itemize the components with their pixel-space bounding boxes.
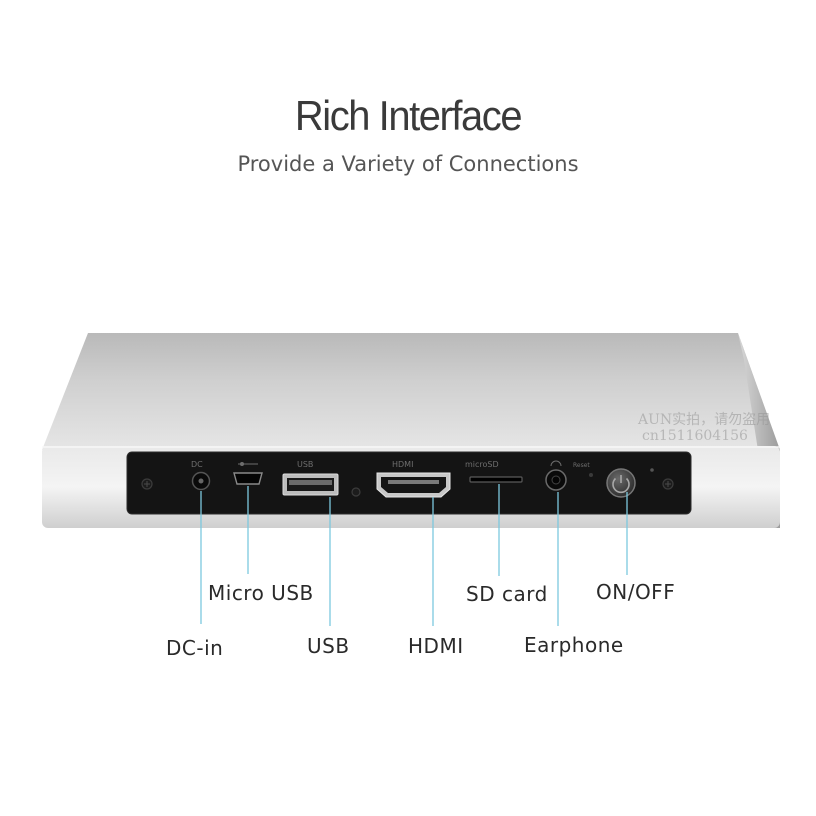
device-top-surface	[42, 333, 780, 450]
dc-in-port	[191, 471, 211, 491]
panel-screw-left	[141, 478, 153, 490]
label-sd-card: SD card	[466, 582, 548, 606]
panel-screw-middle	[351, 487, 361, 497]
watermark-line-2: cn1511604156	[642, 428, 748, 444]
label-earphone: Earphone	[524, 633, 624, 657]
hdmi-port	[376, 472, 451, 498]
label-hdmi: HDMI	[408, 634, 464, 658]
label-on-off: ON/OFF	[596, 580, 676, 604]
panel-screw-right	[662, 478, 674, 490]
panel-marking-hdmi: HDMI	[392, 460, 413, 469]
microsd-slot	[469, 476, 523, 483]
panel-marking-usb: USB	[297, 460, 313, 469]
micro-usb-symbol-icon	[238, 462, 258, 466]
page-subtitle: Provide a Variety of Connections	[237, 152, 579, 176]
page-title: Rich Interface	[294, 92, 523, 139]
watermark-line-1: AUN实拍，请勿盗用	[638, 412, 771, 428]
reset-pinhole	[589, 473, 593, 477]
panel-marking-dc: DC	[191, 460, 203, 469]
led-indicator	[650, 468, 654, 472]
micro-usb-port	[233, 472, 263, 485]
headphone-symbol-icon	[550, 460, 562, 467]
usb-port	[282, 473, 339, 496]
panel-marking-reset: Reset	[573, 462, 590, 469]
panel-marking-microsd: microSD	[465, 460, 499, 469]
label-usb: USB	[307, 634, 350, 658]
power-button	[606, 468, 636, 498]
earphone-port	[545, 469, 567, 491]
label-micro-usb: Micro USB	[208, 581, 314, 605]
label-dc-in: DC-in	[166, 636, 224, 660]
